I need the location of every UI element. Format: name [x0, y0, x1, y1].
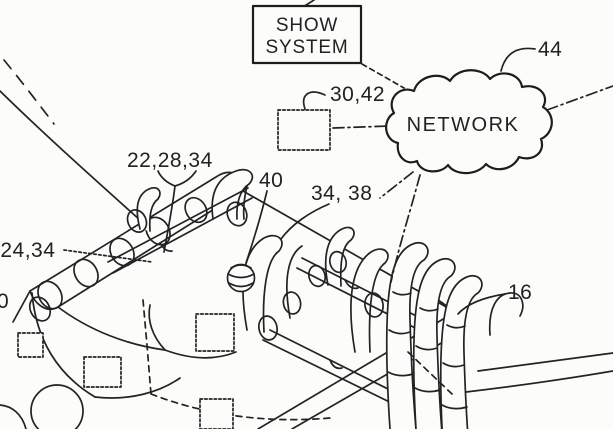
seat-blades-row2 [226, 234, 303, 341]
sensor-squares [17, 313, 235, 429]
link-network-right [546, 85, 613, 111]
restraint-bars-row4 [385, 241, 524, 429]
ref-label-0: 0 [0, 290, 9, 313]
headrest-blades [126, 168, 254, 233]
network-cloud: NETWORK 44 [385, 38, 562, 175]
seat-blades-row3 [307, 226, 389, 353]
link-network-vehicle [390, 174, 421, 283]
show-system-line1: SHOW [276, 15, 338, 36]
ref-label-16: 16 [508, 281, 532, 304]
ref-label-30-42: 30,42 [330, 83, 385, 106]
leader-34-38 [280, 203, 330, 240]
link-network-restraint [379, 171, 414, 199]
network-links [332, 63, 613, 283]
hidden-base-outline [142, 299, 453, 421]
link-controller-network [332, 125, 391, 129]
ride-vehicle [0, 168, 613, 429]
knob-sphere [226, 263, 256, 293]
show-system-line2: SYSTEM [266, 37, 349, 58]
controller-box: 30,42 [277, 83, 385, 151]
ref-label-34-38: 34, 38 [311, 182, 372, 205]
leader-16 [457, 293, 506, 315]
ref-label-44: 44 [538, 38, 562, 61]
leader-24-34 [63, 249, 153, 263]
leader-30-42 [302, 91, 326, 110]
link-showsystem-network [361, 63, 405, 89]
show-system-box: SHOW SYSTEM [251, 0, 363, 65]
leader-40 [245, 190, 268, 264]
reference-labels: 22,28,34 40 34, 38 ,24,34 0 16 [0, 149, 532, 315]
network-label: NETWORK [407, 114, 520, 136]
leader-44 [500, 47, 536, 72]
vehicle-shell [31, 292, 237, 399]
track-curves [0, 59, 151, 230]
ref-label-24-34: ,24,34 [0, 239, 55, 262]
track-lines-right [465, 352, 613, 393]
ref-label-22-28-34: 22,28,34 [127, 149, 213, 172]
wheels [0, 384, 84, 429]
ref-label-40: 40 [259, 169, 283, 192]
